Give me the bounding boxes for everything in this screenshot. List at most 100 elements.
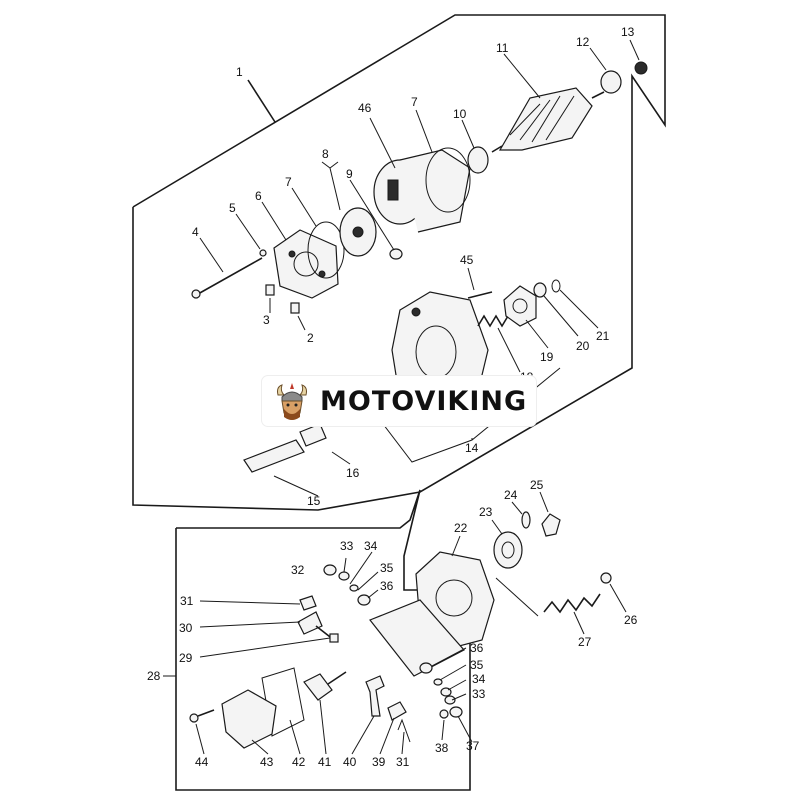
- part-number: 15: [307, 494, 321, 508]
- pinion-shaft-part: [243, 423, 327, 473]
- armature-part: [491, 87, 605, 153]
- leader-line: [573, 611, 585, 635]
- leader-line: [431, 647, 467, 667]
- idler-gear-part: [493, 531, 523, 569]
- leader-line: [273, 475, 319, 497]
- part-number: 29: [179, 651, 193, 665]
- part-number: 4: [192, 225, 199, 239]
- part-number: 27: [578, 635, 592, 649]
- plunger-spring-part: [543, 572, 612, 614]
- leader-line: [349, 179, 395, 251]
- terminal-bolt-part: [365, 675, 385, 717]
- terminal-bolt-part: [297, 595, 339, 643]
- leader-line: [331, 451, 351, 465]
- through-bolt-part: [191, 257, 263, 299]
- group-28-bracket: [175, 489, 471, 791]
- part-number: 9: [346, 167, 353, 181]
- leader-line: [441, 719, 445, 741]
- leader-line: [261, 201, 287, 241]
- leader-line: [525, 319, 549, 349]
- leader-line: [297, 315, 306, 331]
- leader-line: [461, 119, 475, 149]
- part-number: 36: [470, 641, 484, 655]
- leader-line: [451, 693, 467, 701]
- part-number: 8: [322, 147, 329, 161]
- leader-line: [351, 715, 375, 755]
- part-number: 34: [472, 672, 486, 686]
- part-number: 33: [472, 687, 486, 701]
- leader-bracket: [397, 718, 411, 743]
- leader-line: [511, 501, 523, 515]
- leader-line: [235, 213, 261, 250]
- part-number: 35: [470, 658, 484, 672]
- part-number: 7: [285, 175, 292, 189]
- screw-part: [265, 284, 300, 314]
- part-number: 44: [195, 755, 209, 769]
- part-number: 32: [291, 563, 305, 577]
- brand-watermark: MOTOVIKING: [262, 376, 536, 426]
- overrunning-clutch-part: [503, 285, 537, 327]
- part-number: 3: [263, 313, 270, 327]
- leader-line: [457, 715, 473, 743]
- assembly-boundary-line: [132, 14, 666, 511]
- part-number: 37: [466, 739, 480, 753]
- leader-line: [251, 739, 269, 755]
- leader-line: [199, 600, 301, 605]
- part-number: 25: [530, 478, 544, 492]
- part-number: 36: [380, 579, 394, 593]
- leader-line: [349, 551, 373, 585]
- leader-line: [199, 621, 301, 628]
- part-number: 24: [504, 488, 518, 502]
- leader-line: [439, 664, 467, 681]
- leader-line: [559, 289, 599, 329]
- part-number: 43: [260, 755, 274, 769]
- end-cover-part: [221, 689, 277, 749]
- leader-line: [629, 39, 640, 61]
- part-number: 31: [396, 755, 410, 769]
- part-number: 46: [358, 101, 372, 115]
- washer-part: [533, 282, 547, 298]
- leader-line: [401, 731, 405, 755]
- leader-line: [503, 53, 541, 99]
- leader-bracket: [321, 161, 339, 169]
- leader-line: [497, 327, 521, 373]
- part-number: 30: [179, 621, 193, 635]
- leader-line: [319, 699, 327, 755]
- part-number: 41: [318, 755, 332, 769]
- part-number: 6: [255, 189, 262, 203]
- leader-line: [195, 723, 205, 755]
- part-number: 40: [343, 755, 357, 769]
- part-number: 11: [496, 41, 509, 55]
- part-number: 20: [576, 339, 590, 353]
- part-number: 42: [292, 755, 306, 769]
- part-number: 45: [460, 253, 474, 267]
- part-number: 10: [453, 107, 467, 121]
- part-number: 23: [479, 505, 493, 519]
- part-number: 21: [596, 329, 610, 343]
- leader-line: [291, 187, 317, 227]
- pinion-part: [634, 61, 648, 75]
- leader-line: [491, 519, 503, 535]
- leader-line: [467, 267, 475, 291]
- leader-line: [199, 637, 331, 658]
- part-number: 16: [346, 466, 360, 480]
- viking-helmet-icon: [277, 383, 307, 420]
- leader-line: [247, 79, 276, 123]
- pin-part: [467, 291, 493, 299]
- part-number: 7: [411, 95, 418, 109]
- leader-line: [289, 719, 301, 755]
- leader-line: [539, 491, 549, 513]
- part-number: 33: [340, 539, 354, 553]
- part-number: 19: [540, 350, 554, 364]
- nut-washer-stack-part: [323, 564, 371, 606]
- leader-line: [495, 577, 539, 617]
- part-number: 13: [621, 25, 635, 39]
- leader-line: [447, 679, 467, 691]
- leader-line: [415, 109, 433, 153]
- leader-line: [199, 237, 224, 273]
- part-number: 26: [624, 613, 638, 627]
- leader-line: [357, 571, 379, 591]
- part-number: 35: [380, 561, 394, 575]
- pin-part: [521, 511, 531, 529]
